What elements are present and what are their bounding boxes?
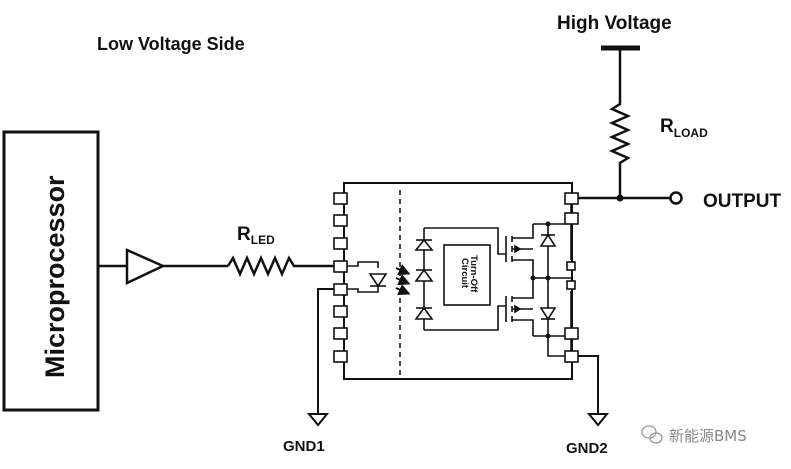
turn-off-circuit-block — [443, 244, 491, 306]
low-voltage-side-label: Low Voltage Side — [97, 34, 245, 54]
mosfet-upper — [497, 224, 534, 271]
light-arrows — [395, 264, 411, 296]
gnd1-wire — [317, 288, 334, 414]
mosfet-lower — [497, 285, 534, 336]
gnd2-symbol — [586, 413, 610, 427]
left-pins — [333, 192, 348, 363]
turn-off-circuit-label: Turn-Off Circuit — [459, 255, 479, 295]
gnd2-wire — [578, 355, 599, 414]
r-led-label: RLED — [237, 224, 275, 247]
output-terminal — [669, 191, 683, 205]
microprocessor-label: Microprocessor — [40, 175, 70, 378]
gnd1-symbol — [306, 413, 330, 427]
gnd2-label: GND2 — [566, 440, 608, 457]
body-diode-upper — [539, 233, 557, 247]
watermark-text: 新能源BMS — [669, 427, 747, 445]
buffer-symbol — [98, 248, 228, 285]
resistor-r-load — [608, 48, 632, 198]
gnd1-label: GND1 — [283, 438, 325, 455]
wechat-icon — [641, 425, 663, 444]
microprocessor-block — [2, 130, 100, 412]
junction-dots — [530, 221, 551, 339]
high-voltage-label: High Voltage — [557, 13, 672, 34]
output-node-junction — [616, 194, 624, 202]
photodiode-stack — [414, 227, 499, 331]
resistor-r-led — [226, 254, 334, 278]
input-led — [347, 261, 388, 293]
r-load-label: RLOAD — [660, 116, 708, 140]
body-diode-lower — [539, 307, 557, 321]
output-label: OUTPUT — [703, 191, 782, 212]
